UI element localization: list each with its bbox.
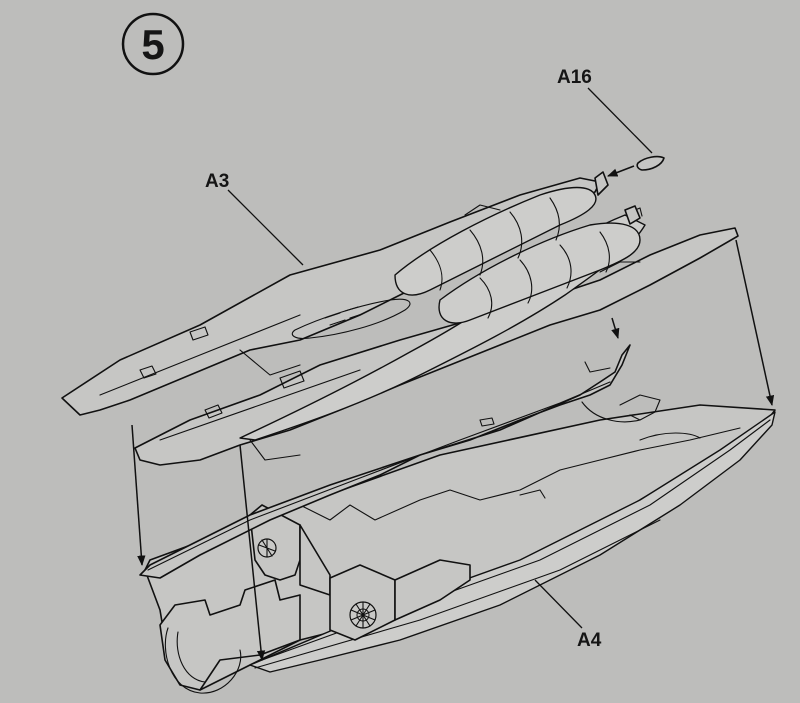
arrow-left-drop (131, 424, 146, 567)
step-circle (121, 12, 185, 76)
label-a16: A16 (557, 67, 592, 88)
step-number: 5 (141, 21, 164, 68)
step-badge: 5 (121, 12, 185, 76)
part-a3-upper-hull (61, 171, 739, 466)
arrow-a16-attach (607, 165, 635, 177)
arrow-right-drop (735, 239, 775, 407)
arrow-mid-drop (611, 317, 620, 340)
gear-detail-rear (257, 538, 277, 558)
leader-a3 (227, 189, 304, 266)
part-a16-nose-cone (636, 155, 665, 171)
gear-detail-front (349, 601, 377, 629)
part-middle-floor (139, 344, 631, 579)
label-a3: A3 (205, 171, 229, 192)
leader-a16 (587, 87, 653, 154)
arrow-center-drop (239, 444, 266, 662)
part-a4-lower-hull (144, 394, 776, 694)
label-a4: A4 (577, 630, 602, 651)
leader-a4 (534, 579, 583, 629)
